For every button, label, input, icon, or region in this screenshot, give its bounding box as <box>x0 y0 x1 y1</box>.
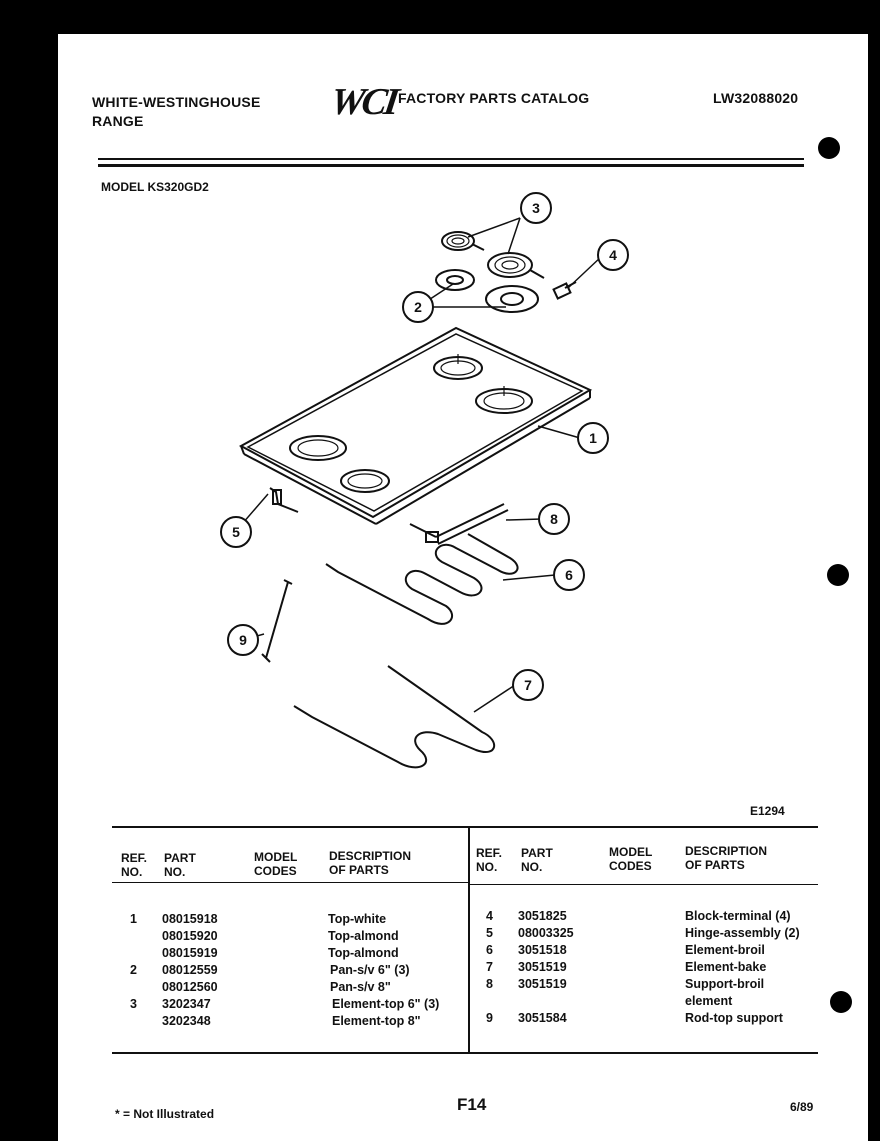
callout-5: 5 <box>232 524 240 540</box>
binder-hole-top <box>818 137 840 159</box>
table-header-rule-right <box>470 884 818 885</box>
table-row: 2 08012559 Pan-s/v 6" (3) <box>130 963 410 977</box>
callout-1: 1 <box>589 430 597 446</box>
cooktop-top <box>238 326 593 525</box>
table-row: 1 08015918 Top-white <box>130 912 387 926</box>
table-row: 08012560 Pan-s/v 8" <box>162 980 391 994</box>
table-row: 5 08003325 Hinge-assembly (2) <box>486 926 800 940</box>
callout-4: 4 <box>609 247 617 263</box>
table-row: 3202348 Element-top 8" <box>162 1014 421 1028</box>
table-row: 4 3051825 Block-terminal (4) <box>486 909 791 923</box>
brand-line-2: RANGE <box>92 113 144 129</box>
hinge-assembly <box>269 487 299 513</box>
callout-8: 8 <box>550 511 558 527</box>
callout-3: 3 <box>532 200 540 216</box>
header-rule-top <box>98 158 804 160</box>
brand-line-1: WHITE-WESTINGHOUSE <box>92 94 261 110</box>
catalog-page: WHITE-WESTINGHOUSE RANGE WCI FACTORY PAR… <box>58 34 868 1141</box>
table-row: 08015919 Top-almond <box>162 946 399 960</box>
table-rule-top <box>112 826 818 828</box>
header-ref: REF.NO. <box>121 851 148 879</box>
table-row: 3 3202347 Element-top 6" (3) <box>130 997 440 1011</box>
surface-elements <box>441 231 545 279</box>
header-ref-right: REF.NO. <box>476 846 503 874</box>
parts-list-left: 1 08015918 Top-white 08015920 Top-almond… <box>120 911 460 1030</box>
catalog-date: 6/89 <box>790 1100 814 1114</box>
binder-hole-bottom <box>830 991 852 1013</box>
table-row: 8 3051519 Support-broil <box>486 977 765 991</box>
callout-7: 7 <box>524 677 532 693</box>
page-code: F14 <box>457 1095 487 1114</box>
callout-6: 6 <box>565 567 573 583</box>
exploded-parts-diagram: 1 2 3 4 5 6 7 8 9 <box>220 192 629 769</box>
figure-code: E1294 <box>750 804 785 818</box>
table-row: 7 3051519 Element-bake <box>486 960 767 974</box>
table-rule-bottom <box>112 1052 818 1054</box>
broil-support <box>409 503 509 545</box>
callout-2: 2 <box>414 299 422 315</box>
rod-top-support <box>261 579 293 663</box>
table-header-rule-left <box>112 882 468 883</box>
not-illustrated-note: * = Not Illustrated <box>115 1107 215 1121</box>
parts-list-right: 4 3051825 Block-terminal (4) 5 08003325 … <box>478 908 818 1027</box>
model-label: MODEL KS320GD2 <box>101 180 209 194</box>
table-row: 6 3051518 Element-broil <box>486 943 765 957</box>
table-row: 9 3051584 Rod-top support <box>486 1011 783 1025</box>
broil-element <box>325 533 519 625</box>
table-row: element <box>685 994 733 1008</box>
drip-pans <box>435 269 539 313</box>
header-rule-bottom <box>98 164 804 167</box>
bake-element <box>293 665 495 769</box>
binder-hole-middle <box>827 564 849 586</box>
table-row: 08015920 Top-almond <box>162 929 399 943</box>
callout-9: 9 <box>239 632 247 648</box>
catalog-number: LW32088020 <box>713 90 799 106</box>
table-column-divider <box>468 826 470 1054</box>
catalog-title: FACTORY PARTS CATALOG <box>398 90 590 106</box>
